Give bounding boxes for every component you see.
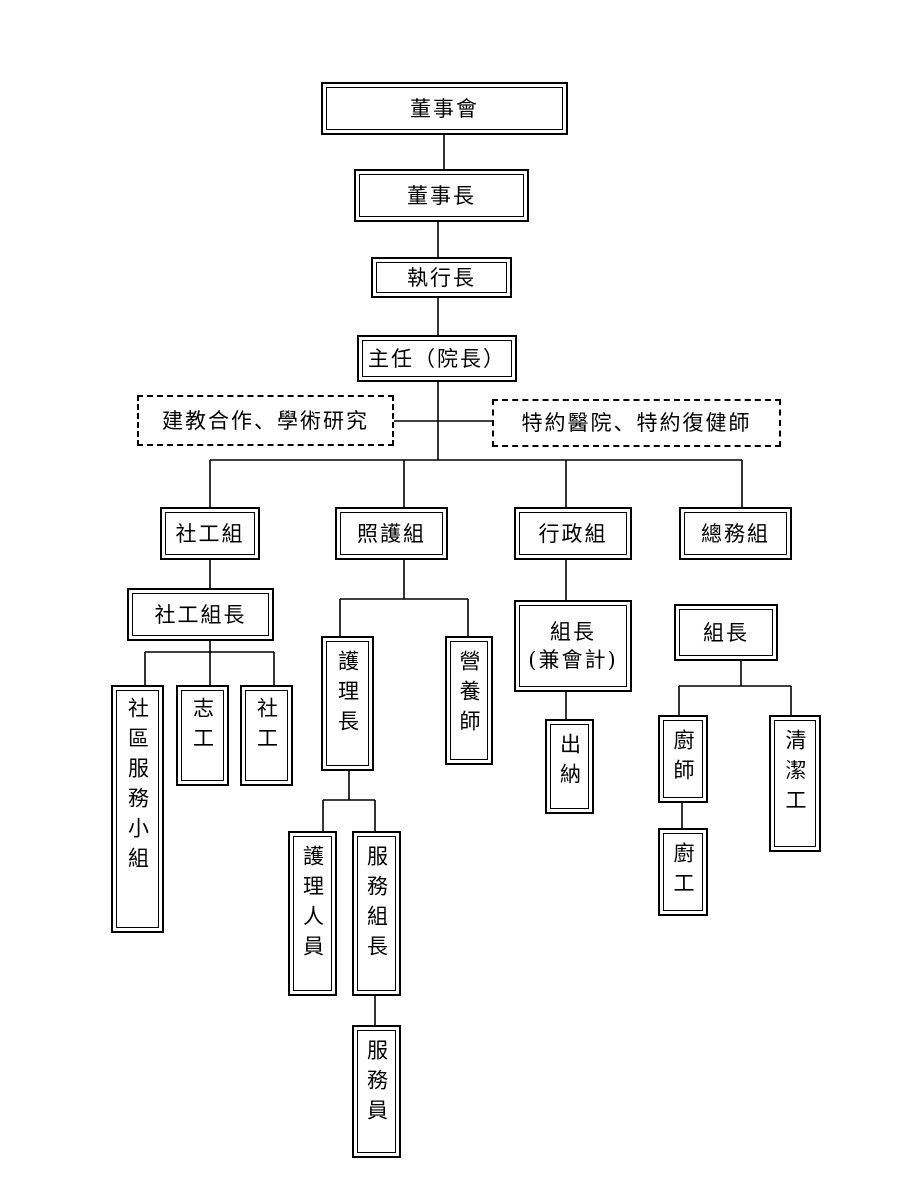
director-box: 主任（院長） (357, 335, 517, 382)
contract-hospital-label: 特約醫院、特約復健師 (521, 411, 752, 435)
service-staff-label: 服務員 (364, 1039, 389, 1129)
admin-group-box: 行政組 (514, 507, 632, 560)
board-box: 董事會 (321, 82, 568, 135)
admin-leader-label: 組長 (兼會計) (528, 620, 618, 672)
social-work-leader-label: 社工組長 (154, 602, 247, 627)
nursing-staff-label: 護理人員 (300, 845, 325, 965)
dietitian-label: 營養師 (457, 650, 481, 740)
general-leader-label: 組長 (703, 620, 749, 645)
chairman-label: 董事長 (407, 183, 476, 208)
cleaner-label: 清潔工 (783, 729, 807, 819)
social-worker-label: 社工 (254, 697, 279, 757)
cashier-label: 出納 (557, 733, 582, 793)
social-work-group-label: 社工組 (175, 521, 245, 546)
community-service-box: 社區服務小組 (111, 685, 164, 933)
head-nurse-box: 護理長 (321, 636, 374, 771)
social-work-leader-box: 社工組長 (127, 588, 274, 641)
chef-box: 廚師 (658, 715, 708, 803)
community-service-label: 社區服務小組 (125, 697, 150, 877)
care-group-label: 照護組 (357, 521, 426, 546)
dietitian-box: 營養師 (445, 636, 493, 765)
service-leader-label: 服務組長 (364, 845, 389, 965)
service-leader-box: 服務組長 (352, 831, 401, 996)
cashier-box: 出納 (545, 719, 594, 814)
general-affairs-group-box: 總務組 (679, 507, 792, 560)
chairman-box: 董事長 (354, 169, 529, 222)
service-staff-box: 服務員 (352, 1025, 401, 1158)
cooperation-label: 建教合作、學術研究 (162, 408, 369, 433)
volunteer-box: 志工 (176, 685, 229, 786)
cooperation-box: 建教合作、學術研究 (137, 395, 394, 446)
ceo-box: 執行長 (371, 257, 512, 298)
chef-label: 廚師 (671, 729, 695, 789)
ceo-label: 執行長 (407, 265, 476, 290)
kitchen-worker-box: 廚工 (658, 828, 708, 916)
board-label: 董事會 (410, 96, 479, 121)
contract-hospital-box: 特約醫院、特約復健師 (492, 399, 781, 447)
admin-leader-box: 組長 (兼會計) (514, 600, 632, 692)
nursing-staff-box: 護理人員 (288, 831, 337, 996)
admin-group-label: 行政組 (538, 521, 608, 546)
social-work-group-box: 社工組 (160, 507, 260, 560)
cleaner-box: 清潔工 (769, 715, 821, 852)
care-group-box: 照護組 (335, 507, 448, 560)
volunteer-label: 志工 (190, 697, 215, 757)
social-worker-box: 社工 (240, 685, 293, 786)
head-nurse-label: 護理長 (335, 650, 360, 740)
kitchen-worker-label: 廚工 (671, 842, 695, 902)
general-leader-box: 組長 (674, 604, 778, 661)
director-label: 主任（院長） (368, 346, 506, 371)
general-affairs-group-label: 總務組 (701, 521, 770, 546)
